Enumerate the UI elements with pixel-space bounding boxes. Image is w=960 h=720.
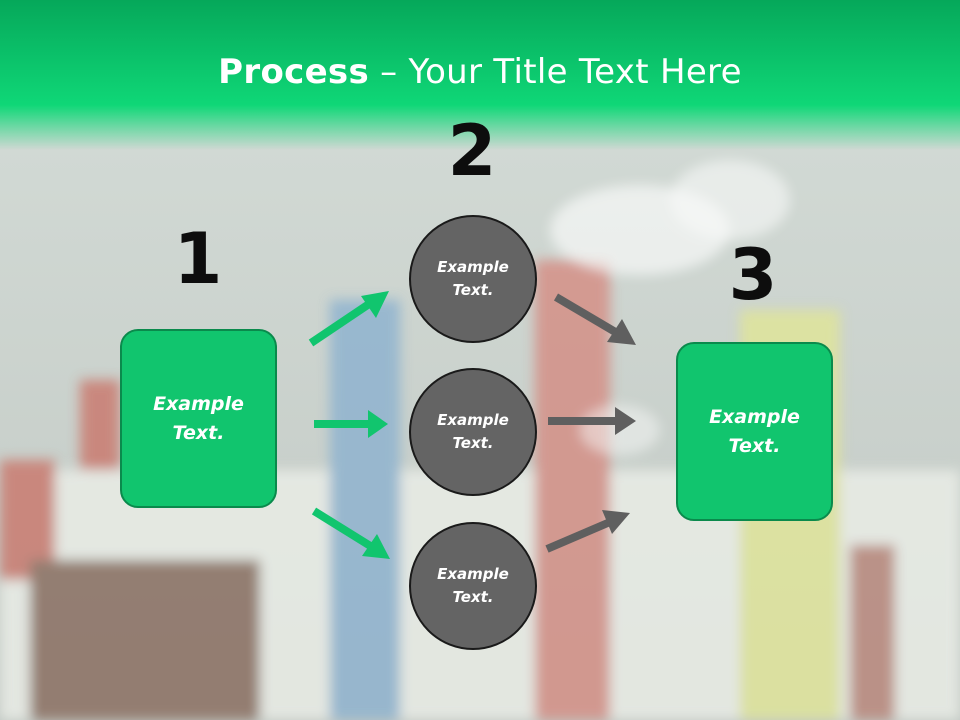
arrow-gray-right bbox=[548, 407, 636, 435]
title-bold: Process bbox=[218, 52, 370, 92]
step-3-box[interactable]: Example Text. bbox=[676, 342, 833, 521]
step-number-2: 2 bbox=[447, 110, 497, 192]
step-2-circle-top[interactable]: Example Text. bbox=[409, 215, 537, 343]
step-1-box[interactable]: Example Text. bbox=[120, 329, 277, 508]
step-3-text: Example Text. bbox=[709, 406, 800, 457]
slide-title: Process – Your Title Text Here bbox=[0, 52, 960, 92]
arrow-green-down-right bbox=[311, 507, 390, 559]
circle-top-text: Example Text. bbox=[437, 257, 509, 299]
title-rest: – Your Title Text Here bbox=[369, 52, 742, 92]
step-2-circle-middle[interactable]: Example Text. bbox=[409, 368, 537, 496]
step-number-1: 1 bbox=[173, 218, 223, 300]
circle-middle-text: Example Text. bbox=[437, 410, 509, 452]
arrow-gray-down-right bbox=[553, 293, 636, 345]
step-1-text: Example Text. bbox=[153, 393, 244, 444]
arrow-green-right bbox=[314, 410, 388, 438]
step-number-3: 3 bbox=[728, 234, 778, 316]
arrow-green-up-right bbox=[308, 291, 389, 347]
header-band bbox=[0, 0, 960, 150]
arrow-gray-up-right bbox=[545, 510, 630, 553]
step-2-circle-bottom[interactable]: Example Text. bbox=[409, 522, 537, 650]
circle-bottom-text: Example Text. bbox=[437, 564, 509, 606]
